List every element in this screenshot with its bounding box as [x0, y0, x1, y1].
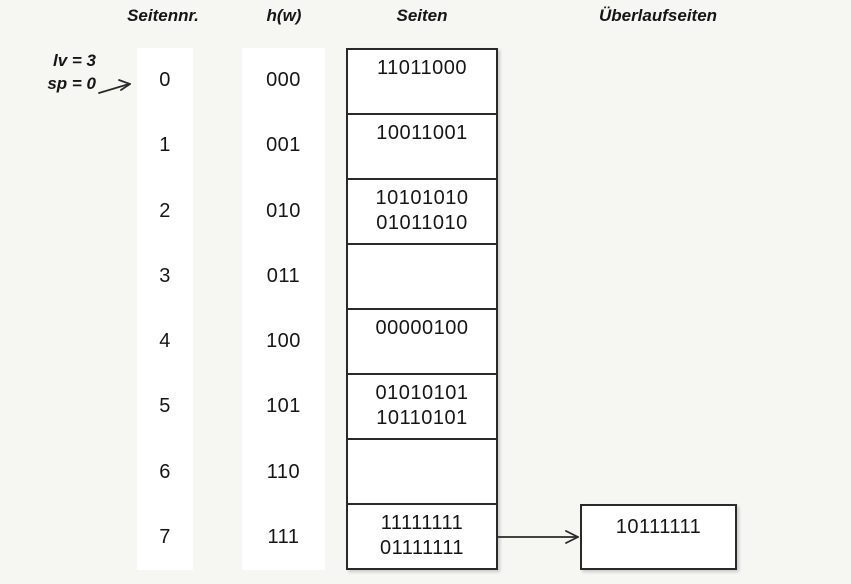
- page-number-cell: 7: [159, 525, 171, 548]
- bucket-cell-4: 00000100: [348, 308, 496, 373]
- column-header-seiten: Seiten: [396, 6, 448, 25]
- hash-value-cell: 111: [267, 525, 300, 548]
- page-number-cell: 6: [159, 460, 171, 483]
- overflow-arrow-icon: [497, 530, 579, 544]
- seitennr-column: 0 1 2 3 4 5 6 7: [137, 48, 193, 570]
- hash-value-cell: 010: [266, 199, 301, 222]
- bucket-cell-1: 10011001: [348, 113, 496, 178]
- overflow-entry: 10111111: [615, 516, 702, 538]
- page-number-cell: 2: [159, 199, 171, 222]
- hash-value-cell: 001: [266, 134, 301, 157]
- bucket-entry: 01010101: [375, 382, 469, 404]
- bucket-entry: 10101010: [375, 187, 469, 209]
- bucket-cell-3: [348, 243, 496, 308]
- bucket-entry: 11011000: [376, 57, 467, 79]
- split-pointer-arrow-icon: [98, 79, 131, 94]
- bucket-entry: 10011001: [376, 122, 468, 144]
- page-number-cell: 5: [159, 395, 171, 418]
- bucket-entry: 01011010: [376, 212, 468, 234]
- hash-value-column: 000 001 010 011 100 101 110 111: [242, 48, 325, 570]
- page-number-cell: 1: [159, 134, 171, 157]
- bucket-entry: 01111111: [379, 537, 465, 559]
- level-label: lv = 3: [52, 51, 96, 70]
- hash-value-cell: 100: [266, 330, 301, 353]
- overflow-page-box: 10111111: [580, 504, 737, 570]
- column-header-seitennr: Seitennr.: [127, 6, 199, 25]
- hash-value-cell: 011: [266, 264, 301, 287]
- hash-value-cell: 101: [266, 395, 301, 418]
- bucket-cell-0: 11011000: [348, 50, 496, 113]
- bucket-cell-7: 11111111 01111111: [348, 503, 496, 568]
- page-number-cell: 4: [159, 330, 171, 353]
- seiten-box: 11011000 10011001 10101010 01011010 0000…: [346, 48, 498, 570]
- page-number-cell: 0: [159, 69, 171, 92]
- bucket-cell-2: 10101010 01011010: [348, 178, 496, 243]
- bucket-entry: 00000100: [375, 317, 469, 339]
- pointer-label: lv = 3 sp = 0: [26, 49, 96, 95]
- column-header-hash-function: h(w): [266, 6, 302, 25]
- page-number-cell: 3: [159, 264, 171, 287]
- hash-value-cell: 000: [266, 69, 301, 92]
- bucket-cell-5: 01010101 10110101: [348, 373, 496, 438]
- bucket-cell-6: [348, 438, 496, 503]
- column-header-ueberlaufseiten: Überlaufseiten: [598, 6, 718, 25]
- bucket-entry: 11111111: [380, 512, 464, 534]
- hash-value-cell: 110: [266, 460, 301, 483]
- bucket-entry: 10110101: [376, 407, 468, 429]
- split-pointer-label: sp = 0: [47, 74, 96, 93]
